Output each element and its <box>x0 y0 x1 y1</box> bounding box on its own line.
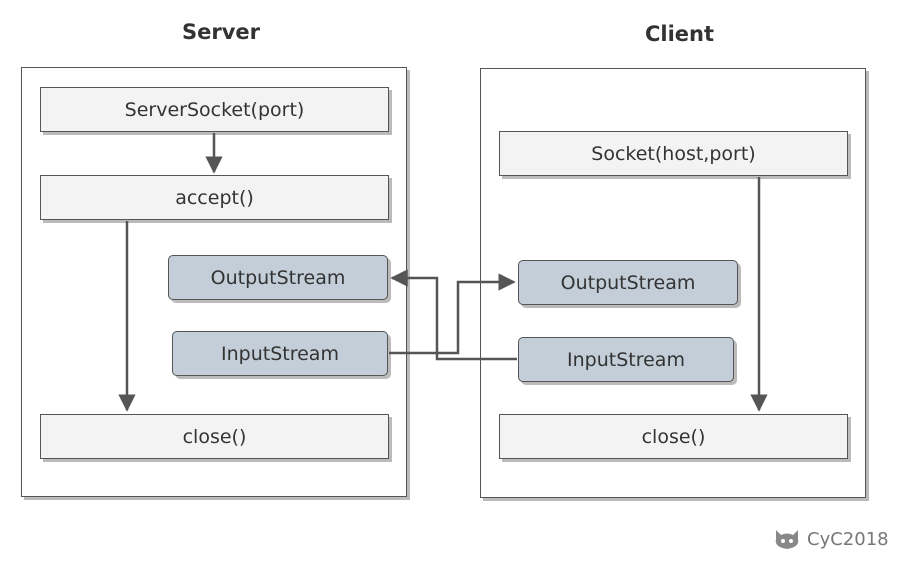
client-close-box: close() <box>499 414 848 459</box>
client-output-stream-label: OutputStream <box>560 271 696 294</box>
server-title: Server <box>182 20 261 44</box>
client-title: Client <box>645 22 715 46</box>
client-socket-box: Socket(host,port) <box>499 131 848 176</box>
server-close-label: close() <box>182 425 247 448</box>
accept-label: accept() <box>175 186 254 209</box>
client-socket-label: Socket(host,port) <box>591 142 756 165</box>
client-output-stream-box: OutputStream <box>518 260 738 305</box>
client-input-stream-label: InputStream <box>567 348 685 371</box>
client-close-label: close() <box>641 425 706 448</box>
arrow-server-input-to-client-output <box>389 273 516 355</box>
client-input-stream-box: InputStream <box>518 337 734 382</box>
server-socket-box: ServerSocket(port) <box>40 87 389 132</box>
server-socket-label: ServerSocket(port) <box>124 98 305 121</box>
watermark: CyC2018 <box>773 527 889 551</box>
accept-box: accept() <box>40 175 389 220</box>
server-output-stream-label: OutputStream <box>210 266 346 289</box>
github-cat-icon <box>775 530 799 549</box>
server-input-stream-box: InputStream <box>172 331 388 376</box>
server-output-stream-box: OutputStream <box>168 255 388 300</box>
watermark-text: CyC2018 <box>807 528 889 550</box>
arrow-client-input-to-server-output <box>390 269 517 361</box>
server-input-stream-label: InputStream <box>221 342 339 365</box>
server-close-box: close() <box>40 414 389 459</box>
